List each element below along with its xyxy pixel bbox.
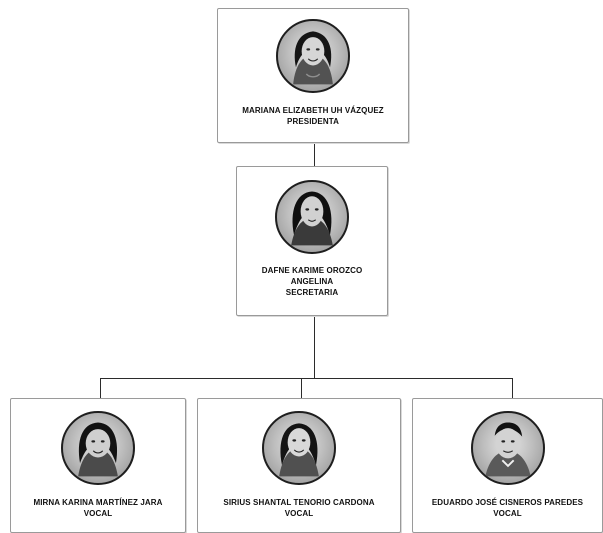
woman-portrait-icon	[293, 31, 333, 85]
vocal-text-sirius: SIRIUS SHANTAL TENORIO CARDONA VOCAL	[204, 497, 394, 519]
vocal-photo-eduardo	[470, 411, 545, 485]
president-text: MARIANA ELIZABETH UH VÁZQUEZ PRESIDENTA	[224, 105, 402, 127]
woman-portrait-icon	[291, 191, 333, 246]
vocal-card-eduardo: EDUARDO JOSÉ CISNEROS PAREDES VOCAL	[412, 398, 603, 533]
president-photo	[276, 19, 350, 93]
vocal-text-eduardo: EDUARDO JOSÉ CISNEROS PAREDES VOCAL	[419, 497, 596, 519]
woman-portrait-icon	[78, 422, 118, 477]
secretary-name-line-2: ANGELINA	[290, 277, 334, 286]
vocal-text-mirna: MIRNA KARINA MARTÍNEZ JARA VOCAL	[17, 497, 179, 519]
connector-vocal-right	[512, 378, 513, 398]
vocal-name-mirna: MIRNA KARINA MARTÍNEZ JARA	[33, 498, 163, 507]
secretary-text: DAFNE KARIME OROZCO ANGELINA SECRETARIA	[243, 265, 381, 298]
secretary-card: DAFNE KARIME OROZCO ANGELINA SECRETARIA	[236, 166, 388, 316]
connector-vocal-middle	[301, 378, 302, 398]
secretary-photo	[275, 180, 349, 254]
vocal-card-mirna: MIRNA KARINA MARTÍNEZ JARA VOCAL	[10, 398, 186, 533]
vocal-role-sirius: VOCAL	[284, 509, 314, 518]
connector-secretary-vocals	[314, 316, 315, 379]
vocal-card-sirius: SIRIUS SHANTAL TENORIO CARDONA VOCAL	[197, 398, 401, 533]
connector-vocal-left	[100, 378, 101, 398]
vocal-photo-mirna	[61, 411, 135, 485]
president-name: MARIANA ELIZABETH UH VÁZQUEZ	[242, 106, 384, 115]
secretary-name-line-1: DAFNE KARIME OROZCO	[261, 266, 363, 275]
vocal-photo-sirius	[262, 411, 336, 485]
vocal-name-sirius: SIRIUS SHANTAL TENORIO CARDONA	[223, 498, 375, 507]
vocal-name-eduardo: EDUARDO JOSÉ CISNEROS PAREDES	[431, 498, 584, 507]
president-card: MARIANA ELIZABETH UH VÁZQUEZ PRESIDENTA	[217, 8, 409, 143]
connector-vocals-horizontal	[100, 378, 513, 379]
vocal-role-eduardo: VOCAL	[493, 509, 522, 518]
woman-portrait-icon	[279, 423, 319, 477]
connector-president-secretary	[314, 143, 315, 167]
president-role: PRESIDENTA	[287, 117, 339, 126]
vocal-role-mirna: VOCAL	[83, 509, 113, 518]
secretary-role: SECRETARIA	[285, 288, 339, 297]
man-portrait-icon	[484, 422, 531, 477]
